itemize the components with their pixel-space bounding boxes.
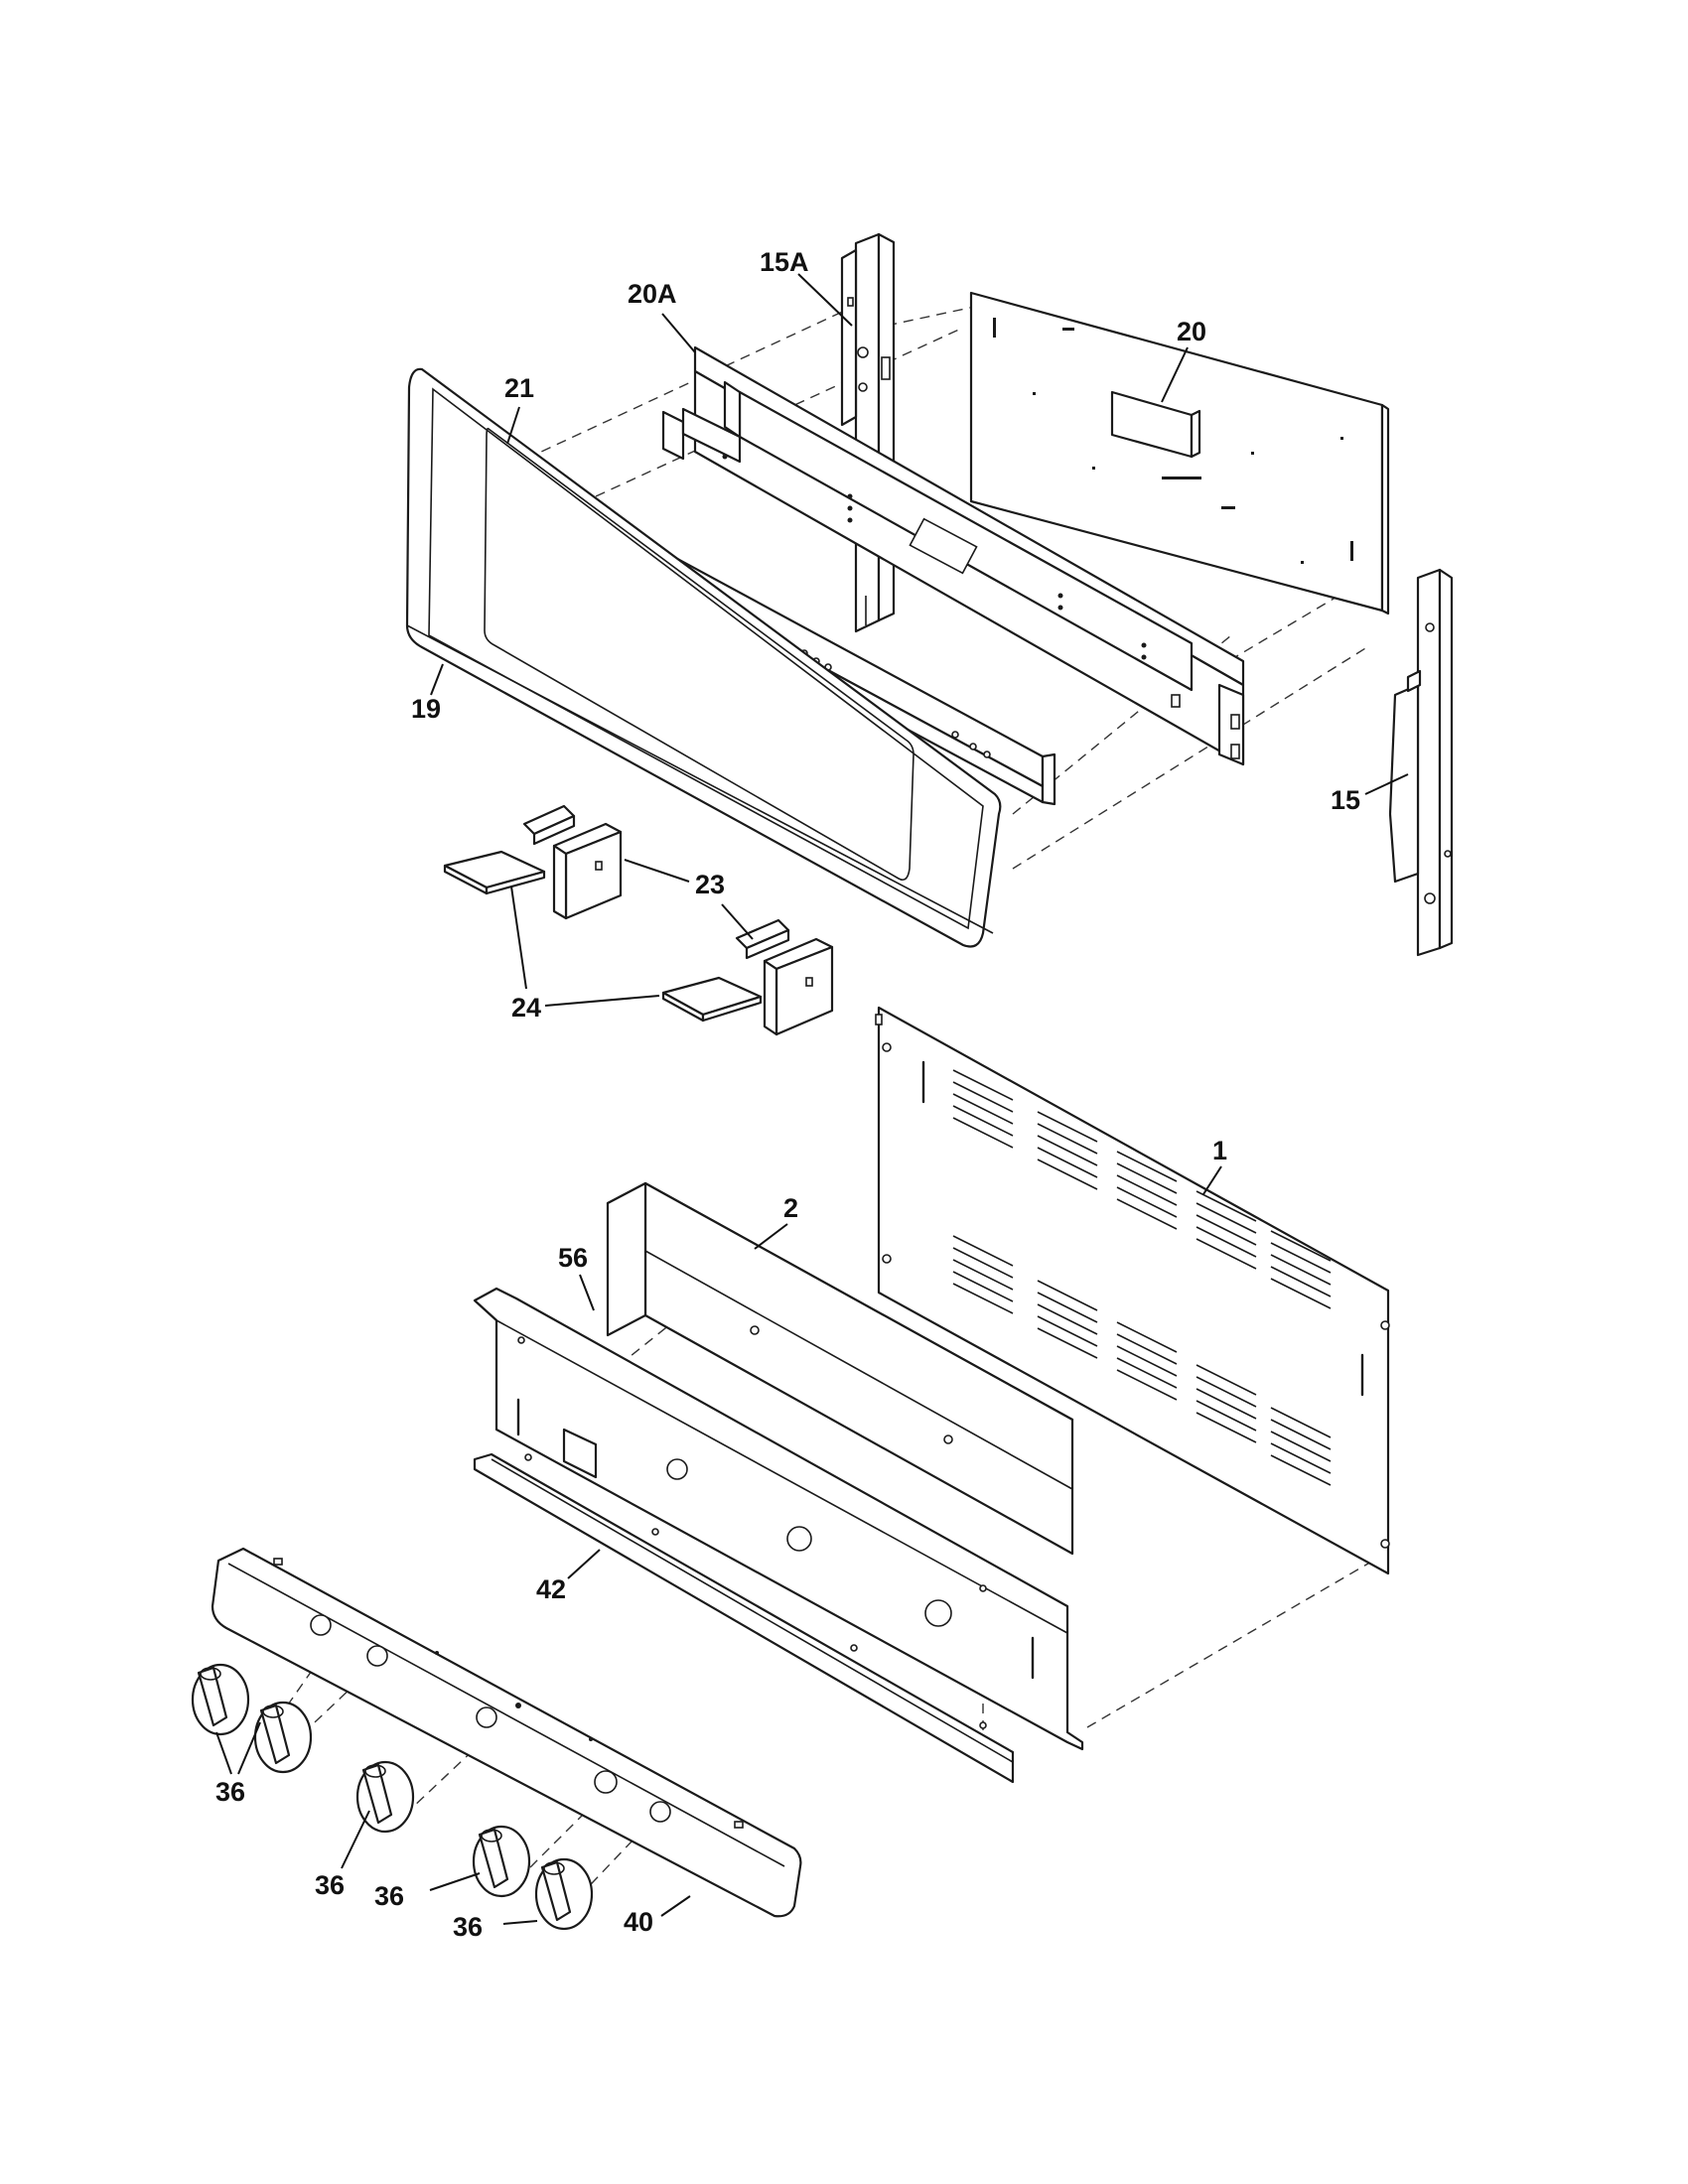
- part-24-plate-upper: [443, 850, 546, 895]
- callout-24: 24: [511, 993, 541, 1023]
- callout-20a: 20A: [628, 279, 677, 309]
- leader-line-20a: [661, 313, 696, 353]
- part-20a-mounting-panel: [661, 345, 1245, 766]
- part-36-knob-2: [253, 1701, 313, 1774]
- leader-line-15a: [797, 273, 853, 327]
- callout-15a: 15A: [760, 247, 809, 277]
- part-36-knob-4: [472, 1825, 531, 1898]
- leader-line-40: [660, 1895, 691, 1917]
- callout-15: 15: [1331, 785, 1360, 815]
- callout-labels: 15A 20A 20 21 19 15 23 24 1 2 56 42 36 3…: [215, 247, 1360, 1942]
- callout-2: 2: [783, 1193, 798, 1223]
- callout-19: 19: [411, 694, 441, 724]
- leader-line-23: [624, 859, 690, 883]
- part-20-control-board: [969, 291, 1390, 615]
- part-23-clip-lower: [735, 918, 834, 1036]
- part-2-cover: [606, 1181, 1074, 1556]
- callout-40: 40: [624, 1907, 653, 1937]
- part-40-control-panel: [211, 1547, 802, 1918]
- callout-36-b: 36: [315, 1870, 345, 1900]
- callout-36-a: 36: [215, 1777, 245, 1807]
- leader-line-36a: [215, 1731, 232, 1775]
- part-42-trim-strip: [473, 1452, 1015, 1784]
- leader-line-2: [754, 1223, 788, 1250]
- callout-42: 42: [536, 1574, 566, 1604]
- part-36-knob-5: [534, 1857, 594, 1931]
- leader-line-24-2: [510, 886, 527, 990]
- part-15-right-bracket: [1388, 568, 1454, 957]
- leader-line-24: [544, 995, 660, 1007]
- leader-line-23-2: [721, 903, 754, 940]
- part-56-bracket: [473, 1287, 1084, 1751]
- callout-56: 56: [558, 1243, 588, 1273]
- leader-line-15: [1364, 773, 1409, 795]
- callout-36-c: 36: [374, 1881, 404, 1911]
- leader-line-36c: [429, 1872, 481, 1891]
- callout-20: 20: [1177, 317, 1206, 346]
- leader-line-19: [430, 663, 444, 696]
- part-19-display-frame: [405, 367, 1002, 948]
- leader-line-36a-2: [237, 1721, 261, 1775]
- vent-louvers: [952, 1069, 1332, 1486]
- callout-23: 23: [695, 870, 725, 899]
- part-36-knob-3: [355, 1760, 415, 1834]
- leader-line-36d: [502, 1920, 538, 1925]
- leader-line-56: [579, 1274, 595, 1311]
- callout-36-d: 36: [453, 1912, 483, 1942]
- callout-21: 21: [504, 373, 534, 403]
- leader-line-1: [1202, 1165, 1222, 1195]
- leader-line-42: [567, 1549, 601, 1579]
- part-24-plate-lower: [661, 976, 763, 1023]
- part-36-knob-1: [191, 1663, 250, 1736]
- callout-leader-lines: [215, 273, 1409, 1925]
- part-15a-left-bracket: [840, 232, 896, 633]
- callout-1: 1: [1212, 1136, 1227, 1165]
- part-23-clip-upper: [522, 804, 623, 920]
- part-1-rear-panel: [875, 1006, 1390, 1575]
- leader-line-36b: [341, 1810, 370, 1869]
- leader-line-20: [1161, 346, 1189, 403]
- leader-line-21: [506, 406, 520, 445]
